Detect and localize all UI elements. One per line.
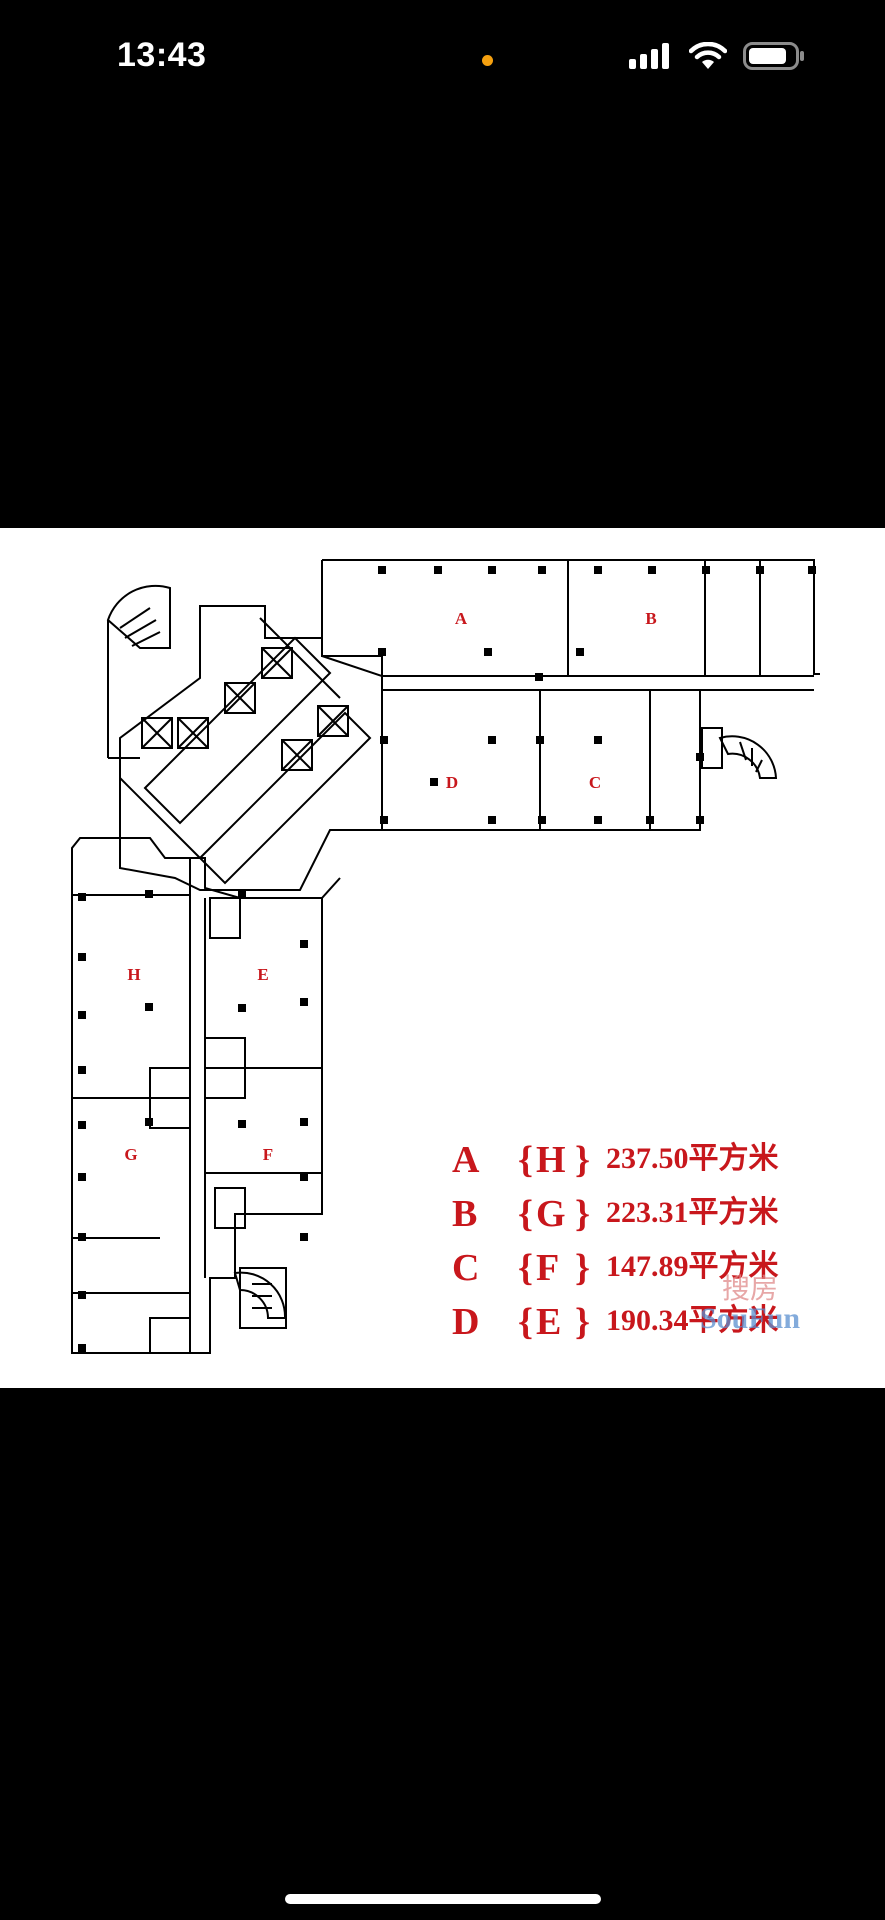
legend-row: A { H } 237.50平方米 <box>452 1139 779 1181</box>
legend-right-unit: E <box>536 1301 561 1343</box>
legend-brace-close: } <box>575 1247 590 1289</box>
home-indicator[interactable] <box>285 1894 601 1904</box>
legend-row: B { G } 223.31平方米 <box>452 1193 779 1235</box>
legend-left-unit: D <box>452 1301 479 1343</box>
legend-brace-open: { <box>518 1247 533 1289</box>
unit-label-e: E <box>257 965 268 984</box>
area-legend: A { H } 237.50平方米 B { G } 223.31平方米 C { … <box>452 1139 779 1343</box>
battery-icon <box>743 42 804 70</box>
watermark-cn: 搜房 <box>722 1273 778 1305</box>
legend-right-unit: F <box>536 1247 559 1289</box>
wifi-icon <box>689 42 727 69</box>
floor-plan-image: A B C D E F G H A { H } 237.50平方米 B { G … <box>71 559 820 1354</box>
status-time: 13:43 <box>117 36 207 74</box>
legend-right-unit: G <box>536 1193 566 1235</box>
unit-label-g: G <box>124 1145 137 1164</box>
unit-label-f: F <box>263 1145 273 1164</box>
legend-area: 147.89平方米 <box>606 1249 779 1283</box>
legend-brace-close: } <box>575 1193 590 1235</box>
legend-brace-close: } <box>575 1139 590 1181</box>
legend-area: 190.34平方米 <box>606 1303 779 1337</box>
unit-label-a: A <box>455 609 468 628</box>
legend-left-unit: C <box>452 1247 479 1289</box>
legend-left-unit: A <box>452 1139 480 1181</box>
image-viewer[interactable]: A B C D E F G H A { H } 237.50平方米 B { G … <box>0 528 885 1388</box>
status-icons <box>629 42 805 70</box>
unit-label-h: H <box>127 965 140 984</box>
legend-row: D { E } 190.34平方米 <box>452 1301 779 1343</box>
legend-brace-open: { <box>518 1193 533 1235</box>
status-bar: 13:43 <box>0 0 885 120</box>
cellular-signal-icon <box>629 43 669 69</box>
unit-label-b: B <box>645 609 656 628</box>
unit-label-d: D <box>446 773 458 792</box>
soufun-watermark: 搜房 SouFun <box>700 1273 800 1335</box>
legend-left-unit: B <box>452 1193 477 1235</box>
legend-area: 223.31平方米 <box>606 1195 779 1229</box>
watermark-en: SouFun <box>700 1302 800 1335</box>
unit-label-c: C <box>589 773 601 792</box>
privacy-indicator-dot <box>482 55 493 66</box>
legend-area: 237.50平方米 <box>606 1141 779 1175</box>
legend-right-unit: H <box>536 1139 566 1181</box>
legend-brace-close: } <box>575 1301 590 1343</box>
legend-brace-open: { <box>518 1139 533 1181</box>
legend-brace-open: { <box>518 1301 533 1343</box>
legend-row: C { F } 147.89平方米 <box>452 1247 779 1289</box>
